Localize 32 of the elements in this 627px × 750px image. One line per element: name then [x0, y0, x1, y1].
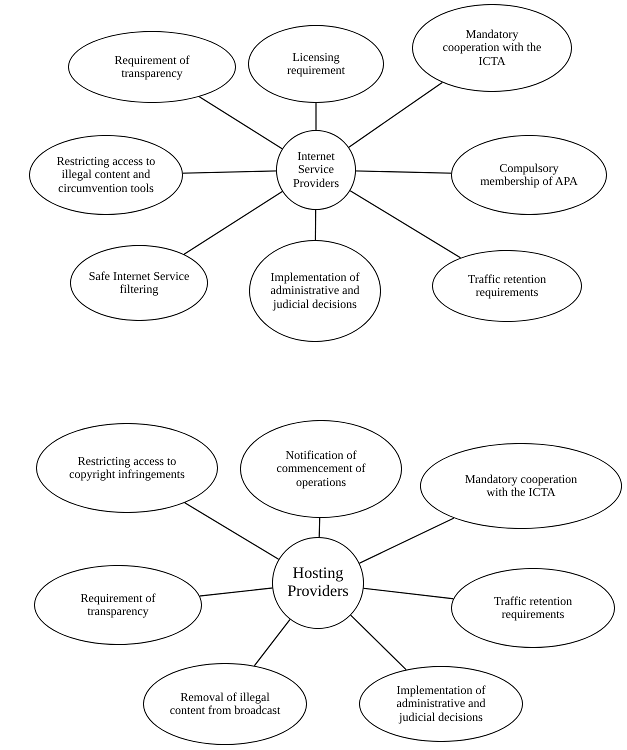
connector-line — [364, 588, 454, 600]
node-label: Restricting access to copyright infringements — [68, 454, 186, 482]
connector-line — [200, 587, 272, 597]
connector-line — [254, 619, 290, 666]
node-label: Compulsory membership of APA — [480, 162, 578, 188]
connector-line — [350, 190, 461, 258]
node-label: Traffic retention requirements — [466, 272, 548, 300]
connector-line — [314, 210, 316, 240]
connector-line — [348, 82, 443, 148]
connector-line — [356, 170, 452, 174]
node-label: Implementation of administrative and judicial decisions — [270, 270, 360, 312]
connector-line — [184, 502, 279, 560]
node-label: Implementation of administrative and judicial decisions — [396, 684, 486, 724]
node-label: Safe Internet Service filtering — [88, 270, 190, 296]
node-label: Licensing requirement — [286, 50, 346, 78]
connector-line — [199, 96, 282, 150]
node-label: Mandatory cooperation with the ICTA — [442, 28, 542, 68]
connector-line — [350, 614, 406, 670]
connector-line — [315, 103, 317, 130]
node-label: Internet Service Providers — [292, 150, 340, 190]
connector-line — [359, 518, 454, 564]
node-label: Traffic retention requirements — [492, 594, 574, 622]
node-label: Restricting access to illegal content and circumvention tools — [56, 154, 156, 196]
connector-line — [184, 191, 283, 255]
node-label: Notification of commencement of operations — [276, 448, 366, 490]
node-label: Requirement of transparency — [80, 592, 156, 618]
connector-line — [318, 518, 320, 538]
node-label: Requirement of transparency — [114, 54, 190, 80]
node-label: Mandatory cooperation with the ICTA — [464, 472, 578, 500]
node-label: Removal of illegal content from broadcast — [168, 690, 282, 718]
node-label: Hosting Providers — [286, 565, 350, 601]
connector-line — [182, 170, 276, 174]
